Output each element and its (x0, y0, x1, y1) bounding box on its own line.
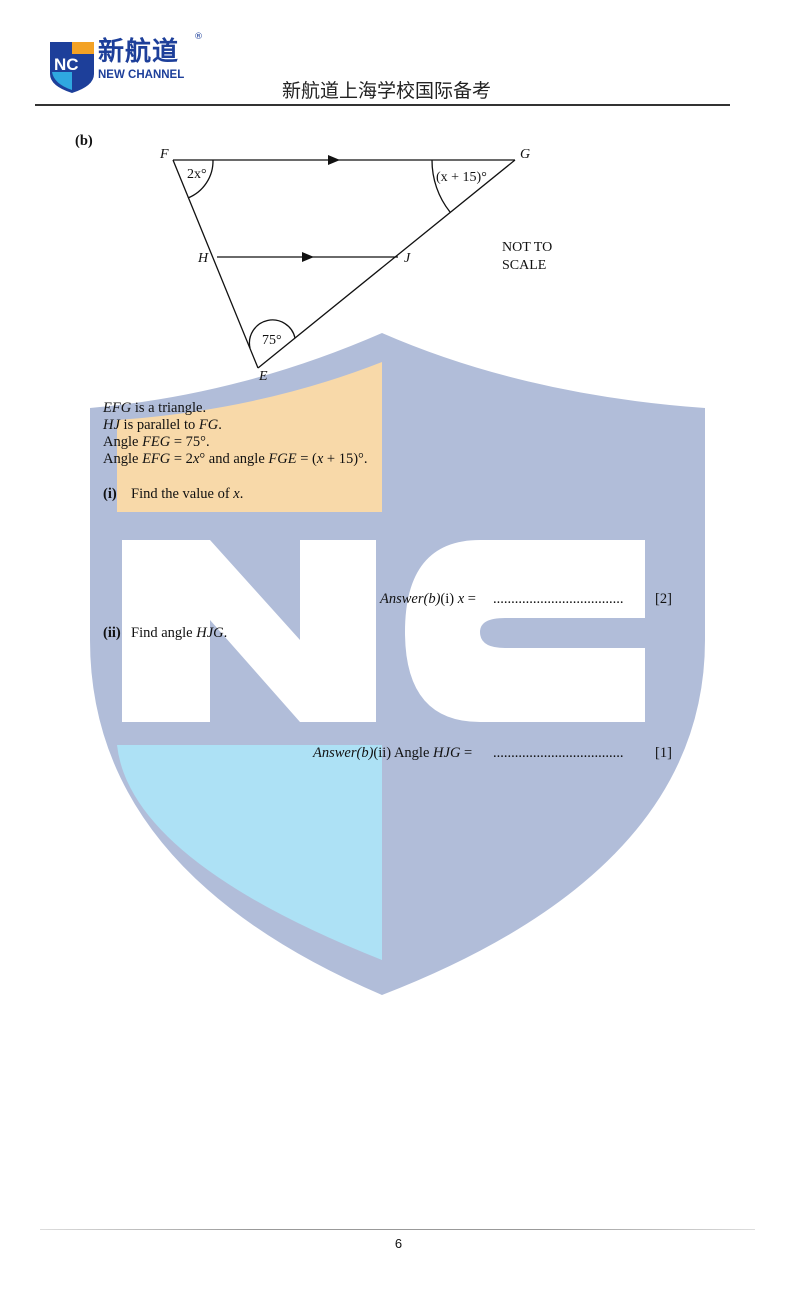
vertex-f-label: F (159, 147, 169, 162)
part-ii-label: (ii) (103, 625, 121, 641)
statement-angles-efg-fge: Angle EFG = 2x° and angle FGE = (x + 15)… (103, 451, 368, 467)
angle-arc-f (187, 159, 214, 199)
vertex-g-label: G (520, 147, 530, 162)
part-i-label: (i) (103, 486, 117, 502)
answer-b-i-label: Answer(b)(i) x = (380, 591, 476, 607)
vertex-e-label: E (258, 369, 268, 384)
angle-f-label: 2x° (187, 167, 207, 182)
answer-b-ii-label: Answer(b)(ii) Angle HJG = (313, 745, 473, 761)
angle-arc-g (431, 159, 451, 213)
footer-divider (40, 1229, 755, 1230)
watermark-letter-n (122, 540, 376, 722)
watermark-lightblue-panel (117, 745, 382, 960)
part-label: (b) (75, 133, 93, 149)
logo-english-text: NEW CHANNEL (98, 69, 185, 81)
side-fe (172, 159, 259, 369)
logo-chinese-text: 新航道 (98, 37, 180, 67)
svg-text:NC: NC (54, 55, 79, 74)
watermark-orange-panel (117, 362, 382, 512)
vertex-h-label: H (197, 251, 209, 266)
angle-arc-e (248, 319, 296, 349)
not-to-scale-line2: SCALE (502, 258, 546, 273)
vertex-j-label: J (404, 251, 411, 266)
part-i-question: Find the value of x. (131, 486, 244, 502)
triangle-diagram: F G H J E 2x° (x + 15)° 75° NOT TO SCALE (159, 147, 552, 384)
registered-mark: ® (194, 32, 203, 42)
school-name: 新航道上海学校国际备考 (282, 80, 492, 102)
header-divider (35, 104, 730, 106)
angle-e-label: 75° (262, 333, 282, 348)
marks-b-i: [2] (655, 591, 672, 607)
statement-triangle: EFG is a triangle. (103, 400, 207, 416)
answer-b-i-field[interactable]: .................................... (493, 591, 624, 607)
answer-b-ii-field[interactable]: .................................... (493, 745, 624, 761)
side-ge (257, 159, 516, 369)
page-number: 6 (394, 1236, 403, 1251)
marks-b-ii: [1] (655, 745, 672, 761)
statement-parallel: HJ is parallel to FG. (103, 417, 222, 433)
statement-angle-feg: Angle FEG = 75°. (103, 434, 210, 450)
watermark-letter-c (405, 540, 645, 722)
parallel-arrow-fg (328, 155, 340, 165)
part-ii-question: Find angle HJG. (131, 625, 228, 641)
new-channel-logo-icon: NC (50, 42, 94, 93)
not-to-scale-line1: NOT TO (502, 240, 552, 255)
parallel-arrow-hj (302, 252, 314, 262)
angle-g-label: (x + 15)° (436, 170, 487, 185)
